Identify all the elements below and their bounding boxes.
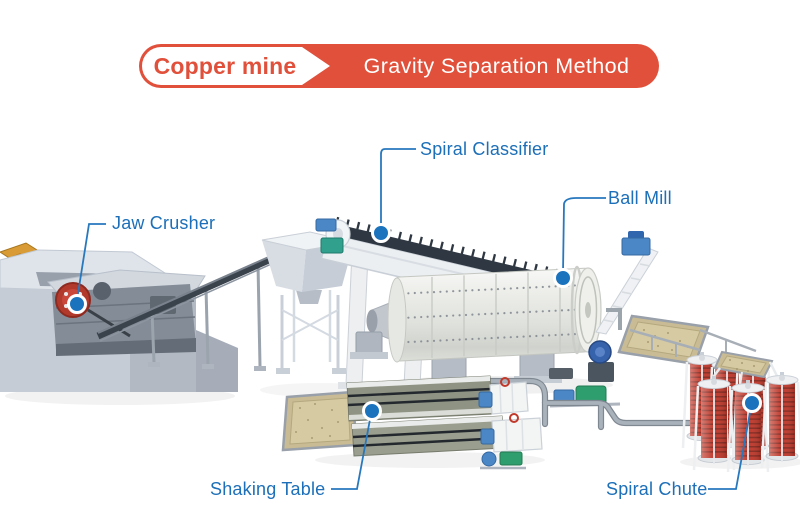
- table-deck-upper: [346, 375, 493, 422]
- shaking-table-machine: [281, 368, 573, 470]
- spiral-chute-tower: [760, 372, 800, 469]
- sand-speckles: [295, 403, 339, 439]
- spiral-chute-tower: [692, 376, 736, 471]
- mill-feeder-frame: [595, 231, 659, 335]
- sluice-tray-mill: [606, 308, 710, 366]
- classifier-motor: [315, 218, 337, 232]
- hotspot-markers: [67, 223, 762, 421]
- table-drive-box-upper: [478, 377, 529, 415]
- classifier-gearbox: [320, 237, 344, 254]
- marker-ball-mill: [553, 268, 573, 288]
- banner-title: Gravity Separation Method: [363, 54, 630, 78]
- mill-shell-detail: [400, 270, 589, 358]
- ball-mill-machine: [350, 231, 659, 408]
- rear-pulley: [93, 282, 111, 300]
- label-shaking-table: Shaking Table: [210, 479, 326, 499]
- table-drive-box-lower: [480, 413, 543, 453]
- sand-speckles: [729, 359, 755, 372]
- jaw-crusher-machine: [47, 269, 206, 356]
- marker-jaw-crusher: [67, 294, 87, 314]
- callouts: [67, 148, 762, 490]
- label-spiral-chute: Spiral Chute: [606, 479, 708, 499]
- banner-shape: [139, 44, 659, 88]
- feeder-motor: [621, 237, 651, 256]
- chute-towers-front: [692, 372, 800, 473]
- slurry-pipes: [464, 377, 704, 431]
- banner-tag: Copper mine: [153, 53, 297, 79]
- label-spiral-classifier: Spiral Classifier: [420, 139, 549, 159]
- label-ball-mill: Ball Mill: [608, 188, 672, 208]
- spiral-chutes-machine: [681, 328, 800, 473]
- marker-spiral-classifier: [371, 223, 391, 243]
- label-jaw-crusher: Jaw Crusher: [112, 213, 216, 233]
- table-pump: [480, 451, 526, 470]
- marker-shaking-table: [362, 401, 382, 421]
- header-banner: Copper mine Gravity Separation Method: [139, 44, 659, 88]
- marker-spiral-chute: [742, 393, 762, 413]
